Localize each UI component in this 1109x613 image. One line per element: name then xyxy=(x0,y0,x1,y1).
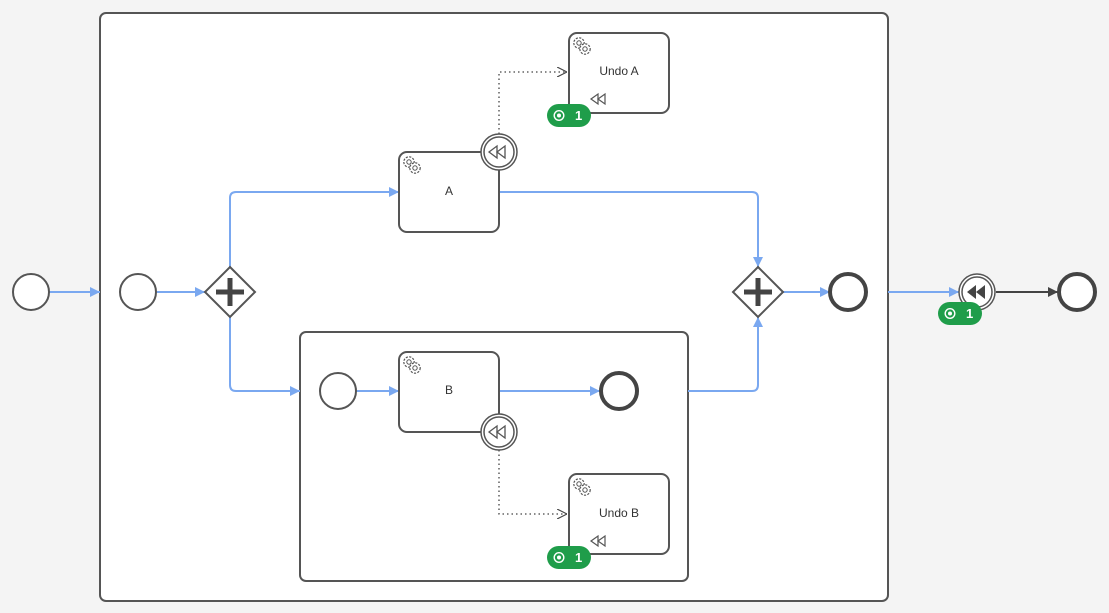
token-icon xyxy=(553,552,565,564)
compensation-boundary-event-b[interactable] xyxy=(480,413,518,451)
task-a[interactable]: A xyxy=(398,151,500,233)
parallel-gateway-fork[interactable] xyxy=(203,265,257,319)
rewind-icon xyxy=(487,144,506,160)
sequence-flows xyxy=(49,187,959,396)
task-undo-b-label: Undo B xyxy=(599,506,639,520)
inner-end-event[interactable] xyxy=(599,371,639,411)
task-undo-a-label: Undo A xyxy=(599,64,638,78)
flow-inner-to-join[interactable] xyxy=(688,317,763,392)
task-b[interactable]: B xyxy=(398,351,500,433)
compensation-throw-event[interactable] xyxy=(958,273,996,311)
flow-a-to-join[interactable] xyxy=(499,191,763,267)
task-undo-a[interactable]: Undo A xyxy=(568,32,670,114)
rewind-filled-icon xyxy=(967,285,985,299)
inner-start-event[interactable] xyxy=(319,372,357,410)
start-event[interactable] xyxy=(12,273,50,311)
compensation-marker-icon xyxy=(589,92,606,106)
plus-icon xyxy=(216,278,244,306)
compensation-boundary-event-a[interactable] xyxy=(480,133,518,171)
rewind-icon xyxy=(487,424,506,440)
task-a-label: A xyxy=(445,184,453,198)
token-count: 1 xyxy=(966,306,973,321)
plus-icon xyxy=(744,278,772,306)
end-event[interactable] xyxy=(1057,272,1097,312)
subprocess-end-event[interactable] xyxy=(828,272,868,312)
compensation-marker-icon xyxy=(589,534,606,548)
association-b-undo-b[interactable] xyxy=(498,450,567,514)
token-icon xyxy=(944,308,956,320)
task-undo-b[interactable]: Undo B xyxy=(568,473,670,555)
parallel-gateway-join[interactable] xyxy=(731,265,785,319)
flow-fork-to-inner[interactable] xyxy=(229,317,300,396)
token-icon xyxy=(553,109,565,121)
task-b-label: B xyxy=(445,383,453,397)
token-count: 1 xyxy=(575,108,582,123)
token-badge-compensation-throw[interactable]: 1 xyxy=(938,302,982,325)
outer-subprocess[interactable] xyxy=(99,12,889,602)
subprocess-start-event[interactable] xyxy=(119,273,157,311)
flow-fork-to-a[interactable] xyxy=(229,187,399,267)
token-badge-undo-a[interactable]: 1 xyxy=(547,104,591,127)
token-badge-undo-b[interactable]: 1 xyxy=(547,546,591,569)
token-count: 1 xyxy=(575,550,582,565)
